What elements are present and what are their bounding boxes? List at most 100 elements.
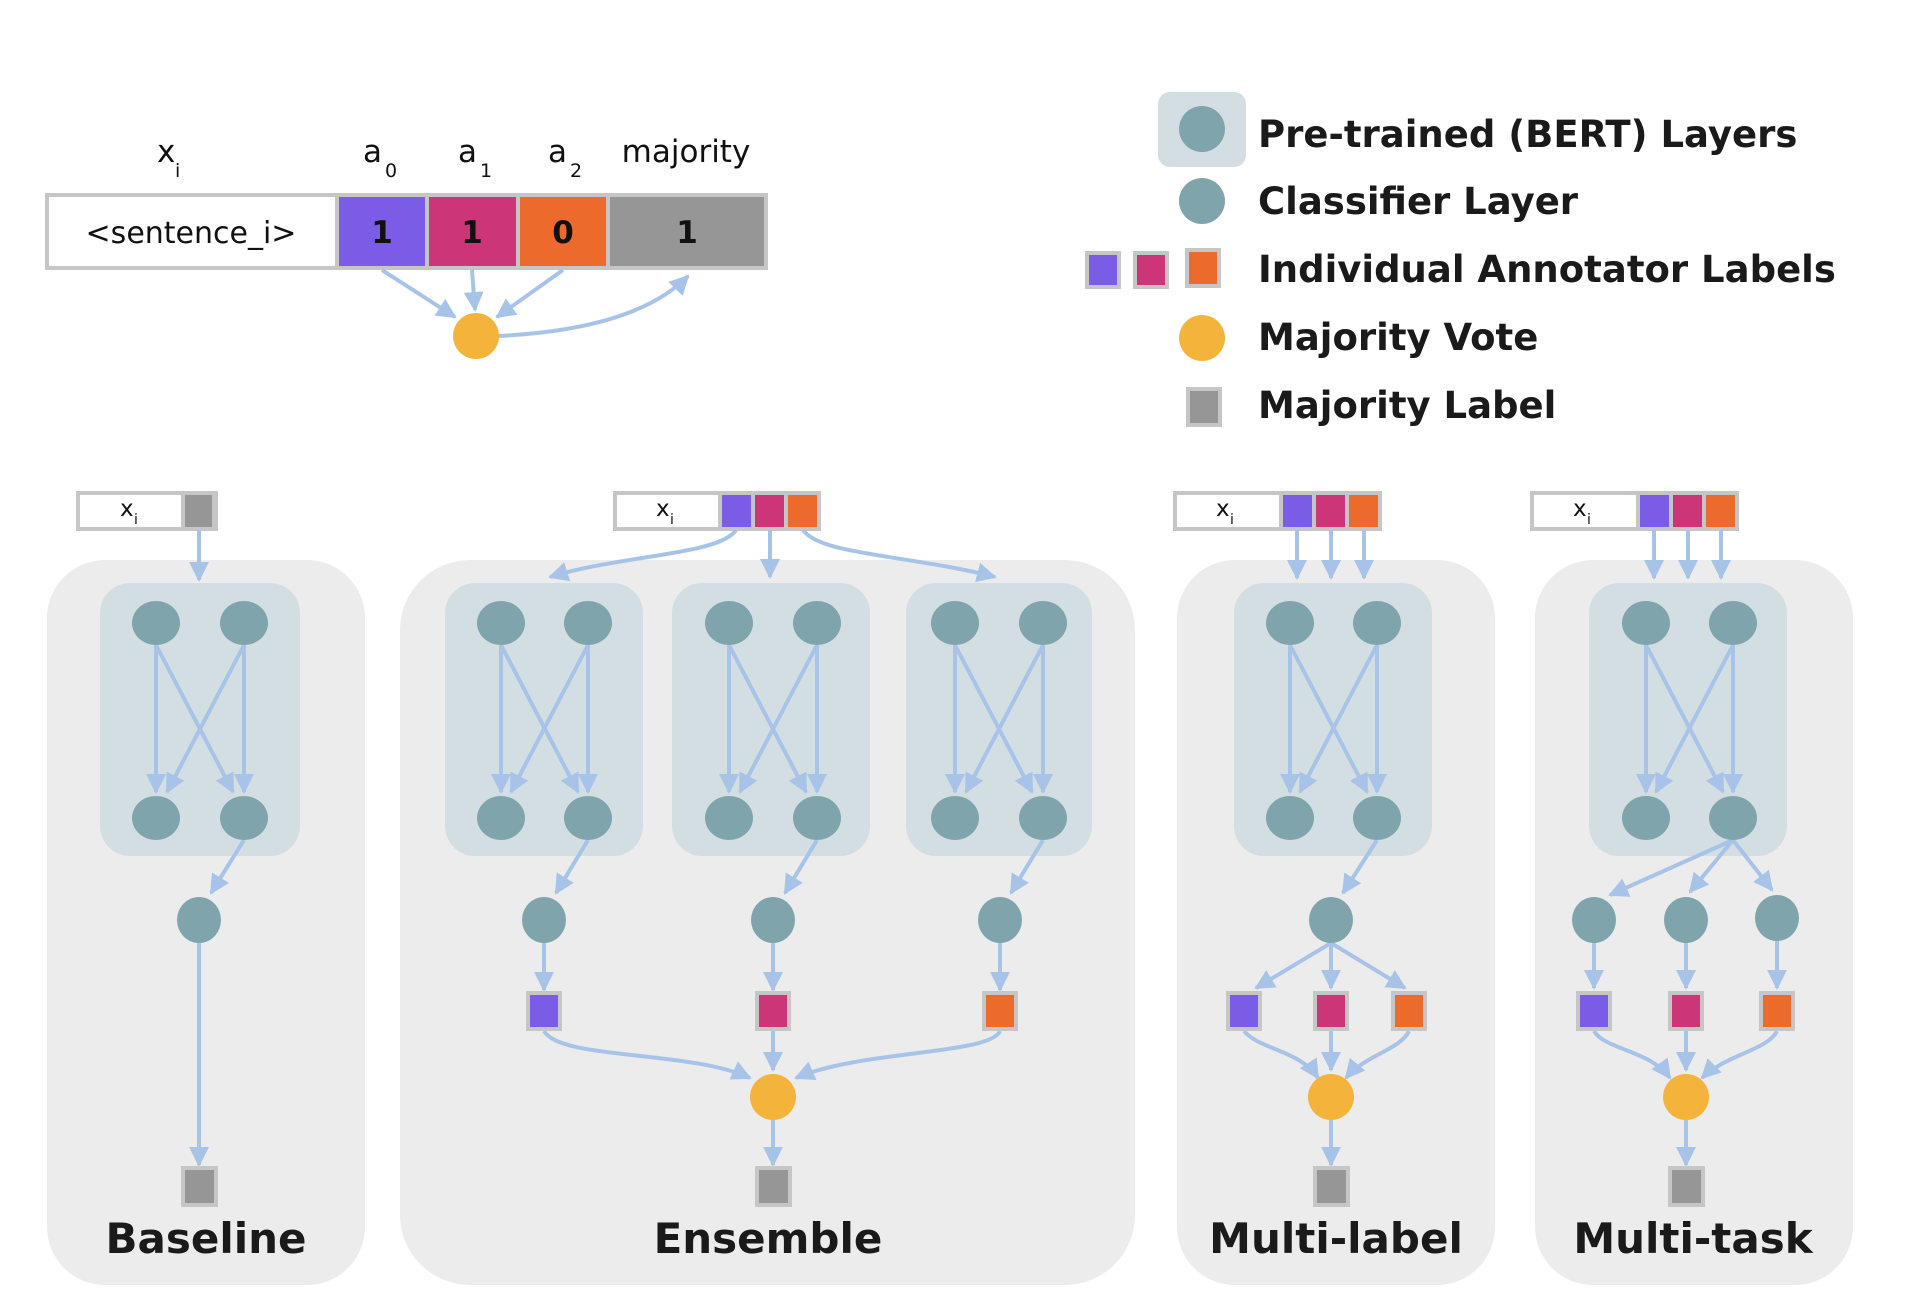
header-a1: a — [458, 134, 477, 170]
baseline-input-x: x — [120, 496, 134, 522]
multilabel-classifier-node — [1309, 897, 1353, 943]
ensemble-classifier-node — [751, 897, 795, 943]
multitask-edge — [1700, 1029, 1779, 1080]
multilabel-input-x: x — [1216, 496, 1230, 522]
ensemble-input-annotator-2 — [784, 491, 821, 531]
ensemble-edge — [499, 644, 580, 794]
edge-a1-to-vote — [463, 269, 484, 312]
ensemble-bert-node — [931, 796, 979, 840]
annotator-1-cell — [425, 193, 520, 270]
annotator-0-value: 1 — [371, 215, 393, 251]
multitask-bert-node — [1622, 796, 1670, 840]
multitask-edge — [1644, 644, 1725, 794]
multitask-edge — [1688, 838, 1735, 894]
ensemble-bert-node — [793, 601, 841, 645]
baseline-bert-node — [220, 796, 268, 840]
multitask-bert-layers — [1589, 583, 1787, 856]
header-a2: a — [548, 134, 567, 170]
legend-majority-label-text: Majority Label — [1258, 384, 1556, 427]
baseline-bert-node — [220, 601, 268, 645]
ensemble-input-x: x — [656, 496, 670, 522]
ensemble-bert-node — [793, 796, 841, 840]
multilabel-input-annotator-2 — [1345, 491, 1382, 531]
ensemble-bert-node — [564, 796, 612, 840]
baseline-panel: x i Baseline — [47, 491, 365, 1285]
ensemble-panel: x i — [400, 491, 1135, 1285]
ensemble-input-x-subscript: i — [670, 512, 674, 528]
edge-a2-to-vote — [495, 268, 565, 319]
ensemble-bert-node — [705, 796, 753, 840]
legend-classifier-node-icon — [1179, 178, 1225, 224]
majority-value: 1 — [676, 215, 698, 251]
ensemble-bert-node — [705, 601, 753, 645]
multilabel-annotator-1-output — [1313, 991, 1349, 1031]
baseline-edge-to-classifier — [209, 838, 246, 895]
annotator-1-value: 1 — [461, 215, 483, 251]
ensemble-edge — [542, 1029, 752, 1080]
multilabel-title: Multi-label — [1209, 1214, 1463, 1263]
header-majority: majority — [622, 134, 751, 170]
header-a0-subscript: 0 — [385, 160, 397, 182]
ensemble-edge — [953, 644, 1034, 794]
ensemble-title: Ensemble — [654, 1214, 883, 1263]
ensemble-edge — [964, 644, 1045, 794]
legend-annotator-1-square — [1133, 251, 1169, 289]
multitask-panel: x i Multi-task — [1530, 491, 1853, 1285]
multilabel-output-majority-label — [1313, 1166, 1350, 1207]
multitask-bert-node — [1709, 601, 1757, 645]
legend-vote-node-icon — [1179, 315, 1225, 361]
header-a2-subscript: 2 — [570, 160, 582, 182]
ensemble-classifier-node — [978, 897, 1022, 943]
multitask-edge — [1731, 838, 1774, 892]
legend: Pre-trained (BERT) Layers Classifier Lay… — [1085, 92, 1836, 427]
ensemble-edge — [554, 838, 590, 895]
ensemble-edge — [738, 644, 819, 794]
multitask-edge — [1608, 838, 1734, 897]
legend-annotator-0-square — [1085, 251, 1121, 289]
legend-classifier-label: Classifier Layer — [1258, 180, 1579, 223]
multilabel-input-box — [1173, 491, 1283, 531]
ensemble-bert-node — [477, 796, 525, 840]
header-a0: a — [363, 134, 382, 170]
multilabel-bert-node — [1353, 796, 1401, 840]
multilabel-edge — [1341, 838, 1379, 895]
ensemble-bert-node — [1019, 796, 1067, 840]
ensemble-annotator-2-output — [982, 991, 1018, 1031]
multitask-input-annotator-2 — [1702, 491, 1739, 531]
majority-cell — [606, 193, 768, 270]
ensemble-edge — [509, 644, 590, 794]
ensemble-input-annotator-1 — [751, 491, 788, 531]
sentence-cell — [45, 193, 339, 270]
multitask-annotator-2-output — [1759, 991, 1795, 1031]
example-table: x i a 0 a 1 a 2 majority <sentence_i> 1 … — [45, 134, 768, 359]
ensemble-annotator-1-output — [755, 991, 791, 1031]
multilabel-input-x-subscript: i — [1230, 512, 1234, 528]
multilabel-majority-vote-node — [1308, 1074, 1354, 1120]
ensemble-classifier-node — [522, 897, 566, 943]
multilabel-annotator-2-output — [1391, 991, 1427, 1031]
multilabel-bert-layers — [1234, 583, 1432, 856]
edge-vote-to-majority — [497, 274, 690, 338]
ensemble-bert-node — [1019, 601, 1067, 645]
ensemble-bert-layers-1 — [445, 583, 643, 856]
legend-pretrained-label: Pre-trained (BERT) Layers — [1258, 113, 1797, 156]
legend-vote-label: Majority Vote — [1258, 316, 1538, 359]
multitask-classifier-node — [1572, 897, 1616, 943]
multitask-classifier-node — [1755, 895, 1799, 941]
multitask-input-annotator-1 — [1669, 491, 1706, 531]
multitask-bert-node — [1709, 796, 1757, 840]
ensemble-edge — [727, 644, 808, 794]
baseline-edge-bert-2 — [154, 644, 235, 794]
ensemble-bert-node — [931, 601, 979, 645]
multitask-classifier-node — [1664, 897, 1708, 943]
baseline-classifier-node — [177, 897, 221, 943]
multilabel-annotator-0-output — [1226, 991, 1262, 1031]
multitask-bert-node — [1622, 601, 1670, 645]
ensemble-edge — [783, 838, 819, 895]
header-a1-subscript: 1 — [480, 160, 492, 182]
baseline-bert-layers — [100, 583, 300, 856]
multitask-input-box — [1530, 491, 1640, 531]
annotator-0-cell — [335, 193, 429, 270]
multilabel-bert-node — [1266, 796, 1314, 840]
